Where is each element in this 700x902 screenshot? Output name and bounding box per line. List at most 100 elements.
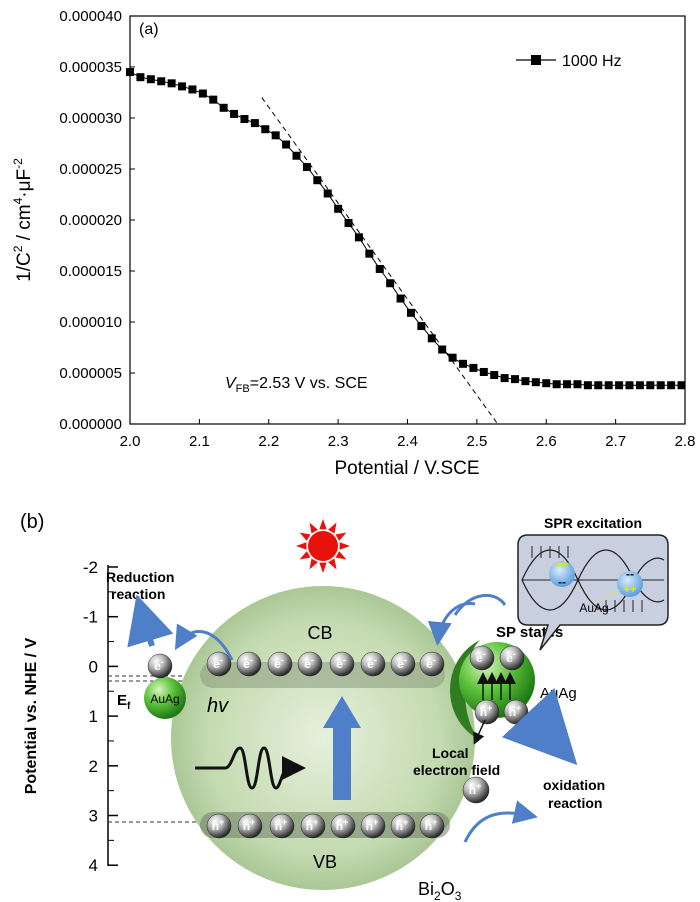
data-point xyxy=(209,95,218,104)
data-point xyxy=(302,162,311,171)
photon-wave xyxy=(195,746,306,790)
x-tick-label: 2.0 xyxy=(120,433,141,450)
data-point xyxy=(469,363,478,372)
x-tick-label: 2.8 xyxy=(675,433,696,450)
y-tick-label: 0.000020 xyxy=(59,212,122,229)
svg-text:e-: e- xyxy=(274,655,284,671)
svg-text:h+: h+ xyxy=(306,817,319,833)
y-tick-label: 0.000000 xyxy=(59,416,122,433)
svg-text:e-: e- xyxy=(154,657,164,673)
svg-text:h+: h+ xyxy=(275,817,288,833)
oxidation-label-1: oxidation xyxy=(543,777,605,793)
oxidation-arrow xyxy=(501,687,578,766)
local-field-arrow xyxy=(473,719,486,745)
spr-particle-2 xyxy=(617,571,643,597)
data-point xyxy=(146,75,155,84)
data-point xyxy=(417,322,426,331)
svg-text:e-: e- xyxy=(476,649,486,665)
data-point xyxy=(521,377,530,386)
data-point xyxy=(615,381,624,390)
y-tick-label: 0.000005 xyxy=(59,365,122,382)
data-point xyxy=(271,131,280,140)
series-points xyxy=(126,68,686,390)
y-tick-label: 0.000040 xyxy=(59,8,122,25)
data-point xyxy=(490,371,499,380)
plot-frame xyxy=(129,15,686,425)
y-tick-label: 0.000015 xyxy=(59,263,122,280)
legend-marker xyxy=(531,55,541,65)
legend-label: 1000 Hz xyxy=(562,53,622,70)
potential-tick-label: -1 xyxy=(83,608,98,627)
x-axis-label: Potential / V.SCE xyxy=(334,458,479,479)
x-tick-label: 2.7 xyxy=(605,433,626,450)
data-point xyxy=(438,345,447,354)
svg-text:e-: e- xyxy=(243,655,253,671)
data-point xyxy=(219,103,228,112)
transfer-arrow-right xyxy=(453,593,507,616)
y-tick-label: 0.000035 xyxy=(59,59,122,76)
spr-plus-2: ++ xyxy=(624,584,637,596)
transfer-arrow-left xyxy=(174,623,234,661)
svg-text:e-: e- xyxy=(426,655,436,671)
data-point xyxy=(323,189,332,198)
data-point xyxy=(188,85,197,94)
linear-fit-line xyxy=(261,97,499,425)
data-point xyxy=(344,219,353,228)
data-point xyxy=(594,381,603,390)
y-tick-label: 0.000025 xyxy=(59,161,122,178)
hole-transfer-arrow xyxy=(463,800,538,843)
data-point xyxy=(531,378,540,387)
x-tick-label: 2.6 xyxy=(536,433,557,450)
svg-text:e-: e- xyxy=(336,655,346,671)
data-point xyxy=(240,115,249,124)
svg-text:h+: h+ xyxy=(243,817,256,833)
data-point xyxy=(126,68,134,77)
auag-particle-left xyxy=(144,677,186,719)
data-point xyxy=(563,380,572,389)
x-tick-label: 2.1 xyxy=(189,433,210,450)
y-axis-ticks: 0.000000 0.000005 0.000010 0.000015 0.000020… xyxy=(59,8,135,433)
spr-minus-2: -- xyxy=(626,567,634,581)
data-point xyxy=(354,233,363,242)
spr-wave xyxy=(521,549,665,611)
svg-text:e-: e- xyxy=(397,655,407,671)
svg-text:h+: h+ xyxy=(480,703,493,719)
ef-label: Ef xyxy=(117,692,131,712)
data-point xyxy=(427,334,436,343)
data-point xyxy=(677,381,686,390)
svg-text:e-: e- xyxy=(367,655,377,671)
auag-right-label: AuAg xyxy=(540,685,577,702)
x-tick-label: 2.4 xyxy=(397,433,418,450)
x-tick-label: 2.3 xyxy=(328,433,349,450)
data-point xyxy=(396,294,405,303)
y-tick-label: 0.000030 xyxy=(59,110,122,127)
data-point xyxy=(230,109,239,118)
auag-left-label: AuAg xyxy=(150,692,179,706)
y-tick-label: 0.000010 xyxy=(59,314,122,331)
data-point xyxy=(448,353,457,362)
reduction-label-1: Reduction xyxy=(106,569,174,585)
data-point xyxy=(573,380,582,389)
svg-text:h+: h+ xyxy=(212,817,225,833)
data-point xyxy=(646,381,655,390)
data-point xyxy=(583,381,592,390)
local-label-1: Local xyxy=(432,745,469,761)
svg-text:e-: e- xyxy=(213,655,223,671)
data-point xyxy=(406,308,415,317)
spr-title: SPR excitation xyxy=(544,515,642,531)
data-point xyxy=(157,77,166,86)
spr-particle-1 xyxy=(549,561,575,587)
data-point xyxy=(313,176,322,185)
data-point xyxy=(635,381,644,390)
svg-text:e-: e- xyxy=(506,649,516,665)
reduction-label-2: reaction xyxy=(111,586,165,602)
data-point xyxy=(178,82,187,91)
sun-icon xyxy=(296,519,350,573)
spr-auag-label: AuAg xyxy=(579,601,608,615)
series-line xyxy=(129,71,682,386)
